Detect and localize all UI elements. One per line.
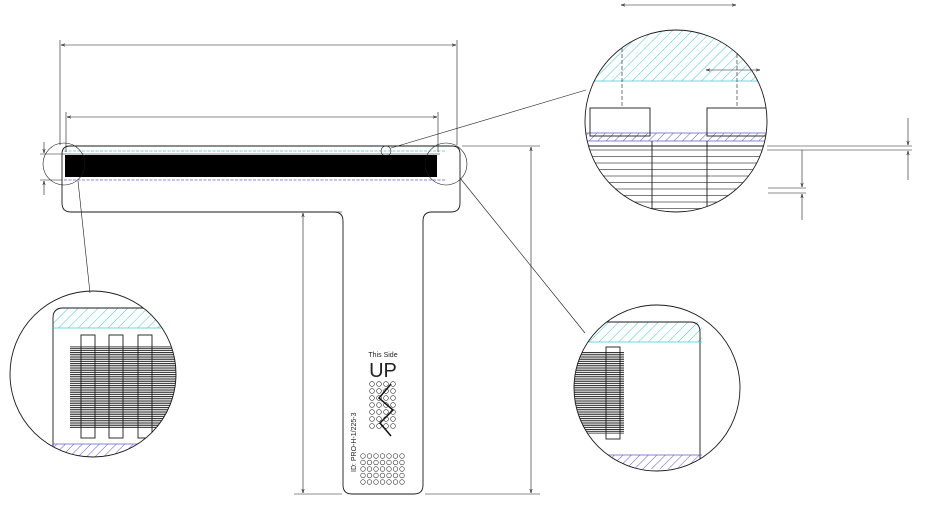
via-hole [369, 395, 375, 401]
detail-view-top-right [584, 0, 912, 220]
routing-trace [377, 383, 395, 437]
via-hole [360, 466, 366, 472]
via-hole [366, 466, 373, 472]
detail-circle-frame-tr [584, 29, 768, 213]
via-hole [390, 395, 396, 401]
via-hole [376, 388, 382, 394]
leader-lines [77, 89, 587, 334]
via-hole [392, 466, 399, 472]
via-hole [390, 381, 396, 387]
via-hole [366, 459, 373, 466]
via-hole [379, 466, 386, 472]
via-hole [383, 395, 389, 401]
via-hole [386, 472, 392, 479]
via-hole [369, 423, 375, 429]
via-hole [376, 381, 382, 387]
via-hole [373, 479, 379, 485]
via-hole [386, 466, 392, 472]
via-hole [390, 388, 396, 394]
t-shaped-part [61, 145, 461, 495]
via-grid-lower [360, 453, 405, 485]
detail-view-bottom-right [573, 304, 741, 472]
orientation-label-small: This Side [368, 352, 397, 359]
via-hole [383, 423, 389, 429]
via-hole [376, 416, 382, 422]
via-hole [369, 416, 375, 422]
detail-view-bottom-left [9, 290, 177, 458]
via-hole [399, 453, 405, 459]
via-hole [366, 479, 373, 485]
via-hole [373, 453, 379, 459]
via-hole [373, 472, 379, 479]
via-hole [376, 423, 382, 429]
part-outline [61, 145, 461, 495]
via-hole [390, 416, 396, 422]
stem-markings: This Side UP ID: PRO-H-1/225-3 [351, 352, 405, 485]
via-hole [376, 402, 382, 408]
via-hole [399, 466, 405, 472]
via-hole [383, 381, 389, 387]
detail-circle-center [380, 145, 392, 157]
dimension-lines [40, 40, 540, 495]
orientation-label-large: UP [369, 360, 397, 382]
via-hole [383, 402, 389, 408]
via-hole [360, 459, 366, 466]
detail-circle-frame-bl [9, 290, 177, 458]
via-hole [366, 453, 373, 459]
via-hole [369, 381, 375, 387]
via-hole [383, 388, 389, 394]
via-hole [390, 402, 396, 408]
via-hole [369, 402, 375, 408]
via-hole [390, 423, 396, 429]
via-hole [366, 472, 373, 479]
via-hole [392, 459, 399, 466]
via-hole [399, 459, 405, 466]
contact-strip [65, 155, 437, 177]
via-hole [379, 479, 386, 485]
via-hole [379, 472, 386, 479]
via-hole [369, 409, 375, 415]
via-hole [376, 395, 382, 401]
via-hole [360, 453, 366, 459]
via-hole [399, 472, 405, 479]
via-hole [386, 459, 392, 466]
via-hole [399, 479, 405, 485]
via-hole [360, 472, 366, 479]
via-hole [392, 453, 399, 459]
via-hole [392, 472, 399, 479]
via-hole [373, 466, 379, 472]
via-hole [369, 388, 375, 394]
via-hole [373, 459, 379, 466]
detail-circle-right [424, 142, 468, 186]
part-number-label: ID: PRO-H-1/225-3 [351, 412, 358, 472]
via-hole [379, 459, 386, 466]
via-hole [386, 453, 392, 459]
via-hole [379, 453, 386, 459]
detail-circle-frame-br [573, 304, 741, 472]
via-hole [376, 409, 382, 415]
via-hole [383, 409, 389, 415]
detail-circle-left [42, 142, 86, 186]
via-hole [360, 479, 366, 485]
via-hole [386, 479, 392, 485]
via-hole [392, 479, 399, 485]
